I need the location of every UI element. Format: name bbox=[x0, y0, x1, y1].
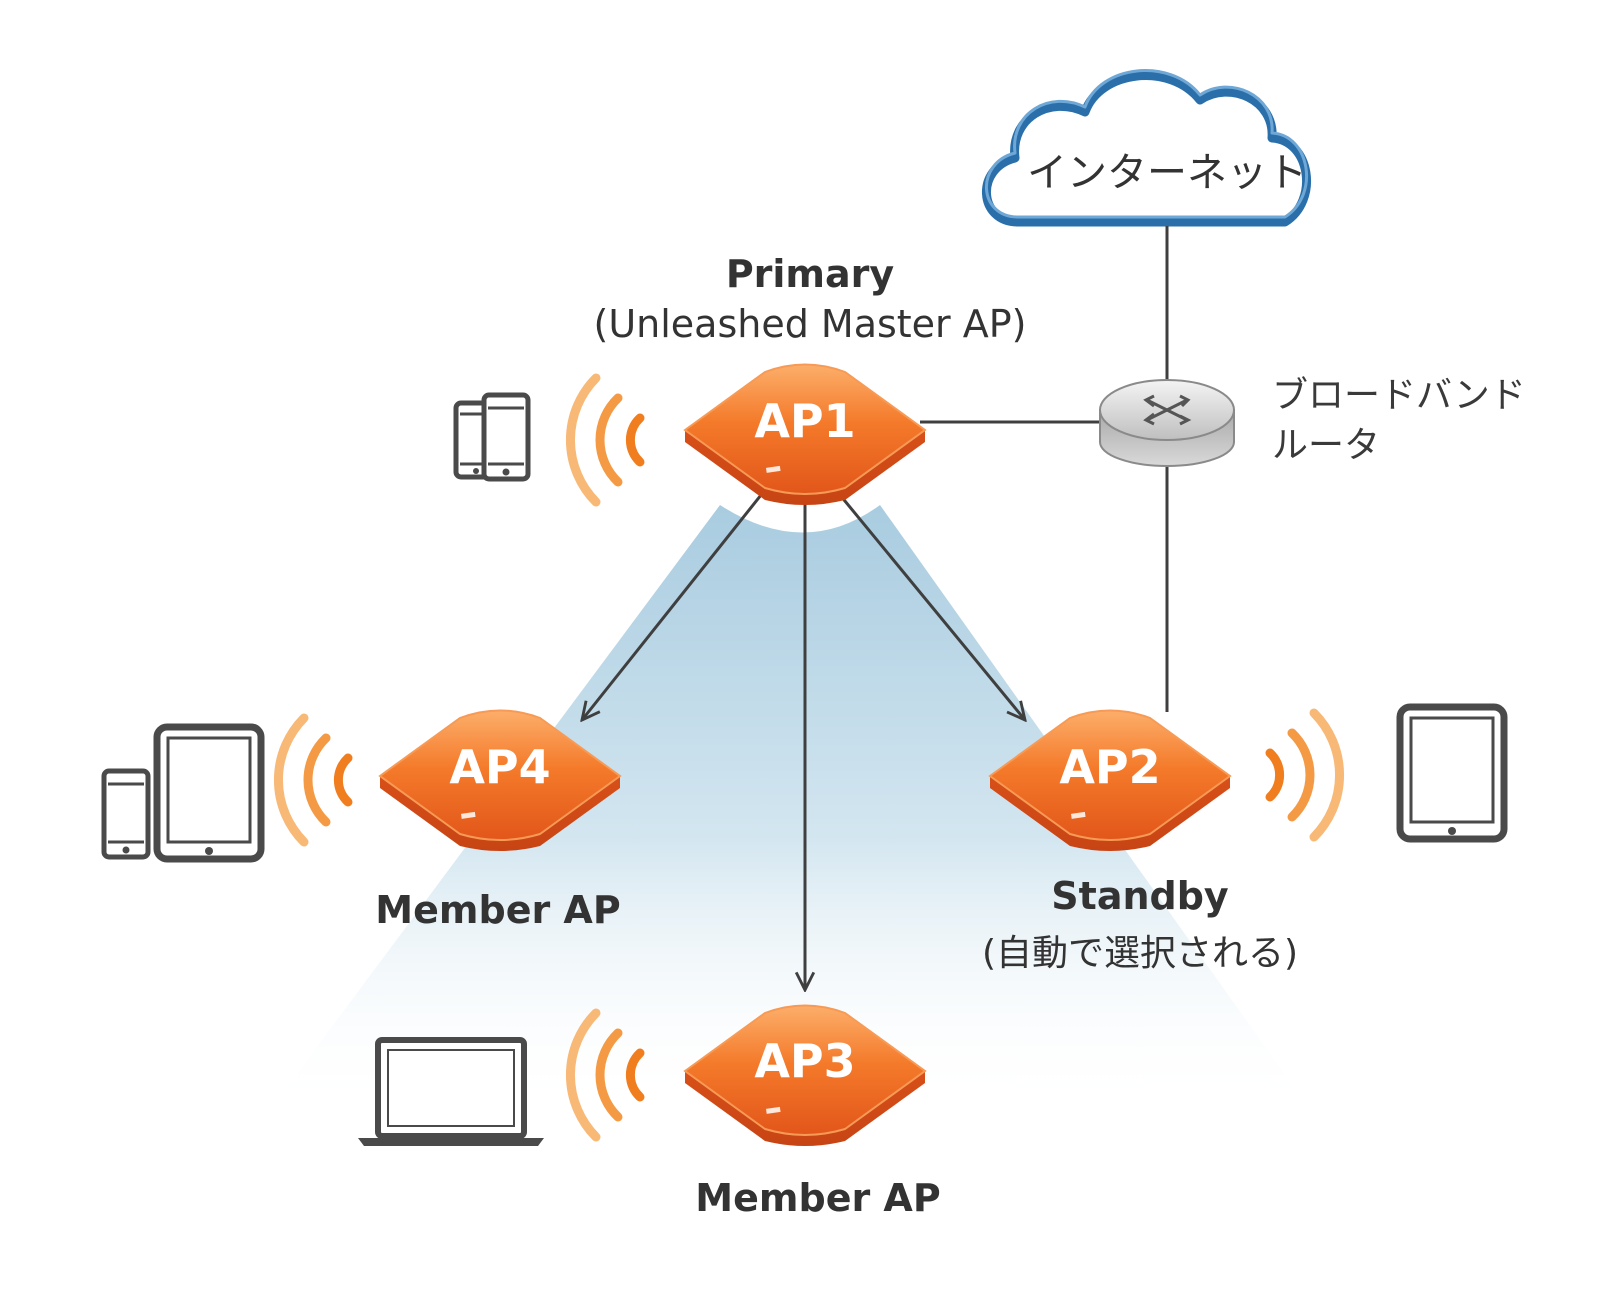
ap1-device bbox=[683, 363, 927, 505]
ap3-device bbox=[683, 1004, 927, 1146]
primary-subtitle: (Unleashed Master AP) bbox=[593, 302, 1027, 346]
wifi-icon bbox=[273, 713, 353, 847]
standby-title: Standby bbox=[1051, 874, 1229, 918]
laptop-icon bbox=[358, 1037, 544, 1146]
ap1-label: AP1 bbox=[754, 394, 856, 448]
wifi-icon bbox=[1265, 708, 1345, 842]
ap4-device bbox=[378, 709, 622, 851]
ap2-device bbox=[988, 709, 1232, 851]
wifi-icon bbox=[565, 373, 645, 507]
wifi-icon bbox=[565, 1008, 645, 1142]
arrow-ap1-ap2 bbox=[838, 494, 1025, 720]
member-ap-left-label: Member AP bbox=[375, 888, 621, 932]
smartphone-icon bbox=[101, 768, 151, 860]
tablet-icon bbox=[1396, 703, 1508, 843]
arrow-ap1-ap4 bbox=[582, 489, 767, 720]
smartphone-icon bbox=[481, 392, 531, 482]
internet-label: インターネット bbox=[1027, 150, 1307, 196]
router-label-line1: ブロードバンド bbox=[1272, 375, 1526, 416]
coverage-area bbox=[270, 505, 1310, 1110]
member-ap-bottom-label: Member AP bbox=[695, 1176, 941, 1220]
ap2-label: AP2 bbox=[1059, 740, 1161, 794]
standby-subtitle: (自動で選択される) bbox=[981, 933, 1299, 974]
cloud-icon bbox=[982, 69, 1312, 227]
primary-title: Primary bbox=[725, 252, 895, 296]
ap4-label: AP4 bbox=[449, 740, 551, 794]
router-icon bbox=[1099, 379, 1235, 467]
ap3-label: AP3 bbox=[754, 1034, 856, 1088]
router-label-line2: ルータ bbox=[1272, 425, 1381, 466]
tablet-icon bbox=[153, 723, 265, 863]
